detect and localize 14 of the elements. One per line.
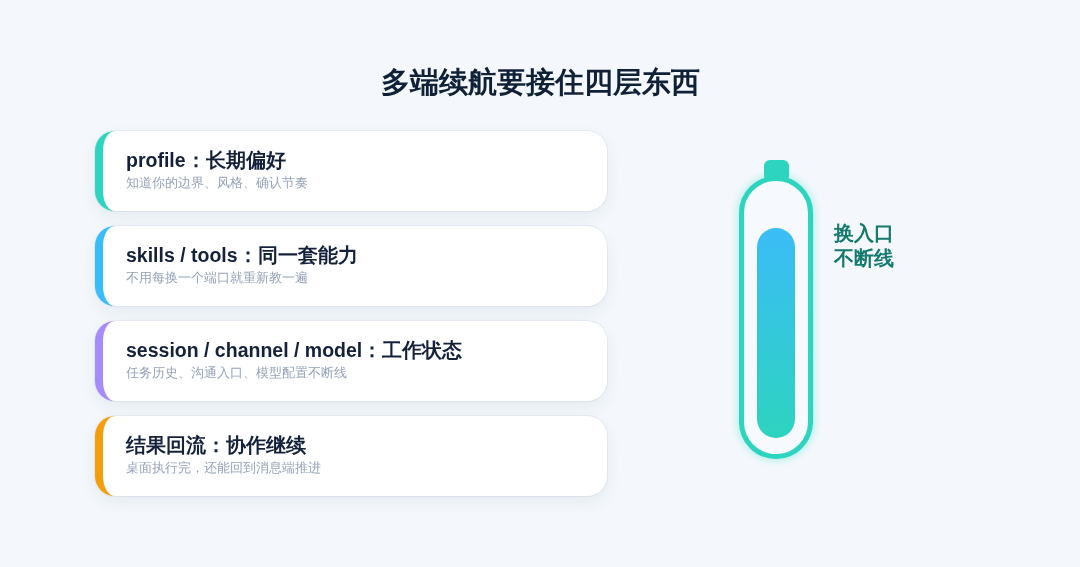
info-card xyxy=(95,226,607,306)
card-description: 任务历史、沟通入口、模型配置不断线 xyxy=(126,364,348,382)
card-heading: session / channel / model：工作状态 xyxy=(126,338,464,363)
card-description: 不用每换一个端口就重新教一遍 xyxy=(126,269,309,287)
card-heading: profile：长期偏好 xyxy=(126,148,287,173)
info-card xyxy=(95,321,607,401)
info-card xyxy=(95,131,607,211)
page-title: 多端续航要接住四层东西 xyxy=(380,65,700,100)
card-description: 桌面执行完，还能回到消息端推进 xyxy=(126,459,322,477)
info-card xyxy=(95,416,607,496)
card-heading: 结果回流：协作继续 xyxy=(126,433,307,458)
card-description: 知道你的边界、风格、确认节奏 xyxy=(126,174,309,192)
card-heading: skills / tools：同一套能力 xyxy=(126,243,359,268)
side-note: 换入口不断线 xyxy=(834,221,895,271)
